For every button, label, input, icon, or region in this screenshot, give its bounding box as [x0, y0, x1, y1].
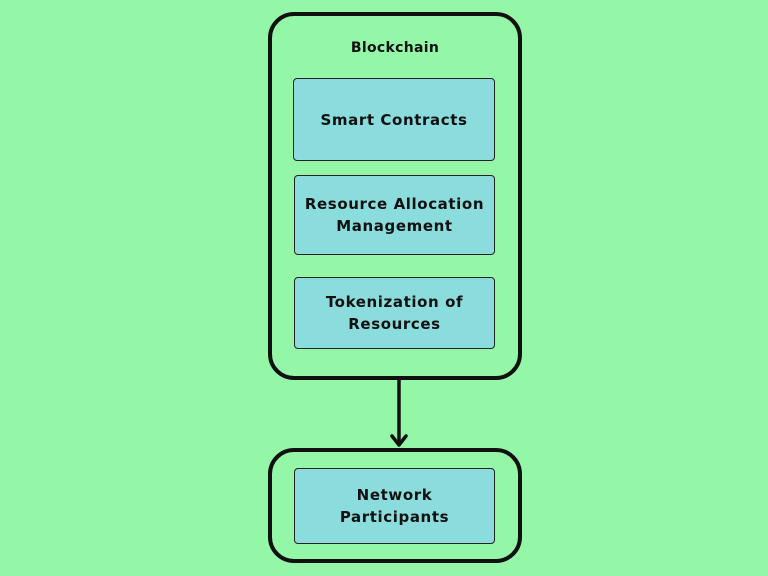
connector-arrow: [390, 380, 408, 447]
network-participants-box: Network Participants: [294, 468, 495, 544]
resource-allocation-box: Resource Allocation Management: [294, 175, 495, 255]
tokenization-box: Tokenization of Resources: [294, 277, 495, 349]
arrow-head: [390, 434, 408, 447]
blockchain-title: Blockchain: [350, 40, 440, 56]
smart-contracts-box: Smart Contracts: [293, 78, 495, 161]
